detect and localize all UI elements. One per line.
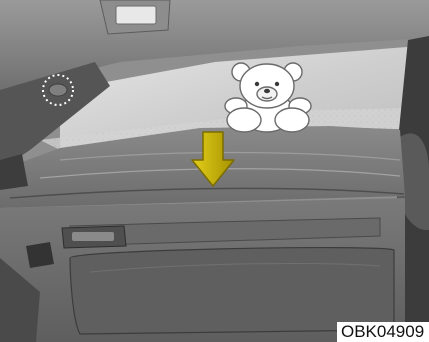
teddy-bear-icon: [225, 63, 311, 132]
window-switch: [26, 242, 54, 268]
figure-code-label: OBK04909: [337, 322, 429, 342]
side-vent: [0, 154, 28, 190]
airbag-label-icon: [49, 84, 67, 96]
overhead-light: [116, 6, 156, 24]
